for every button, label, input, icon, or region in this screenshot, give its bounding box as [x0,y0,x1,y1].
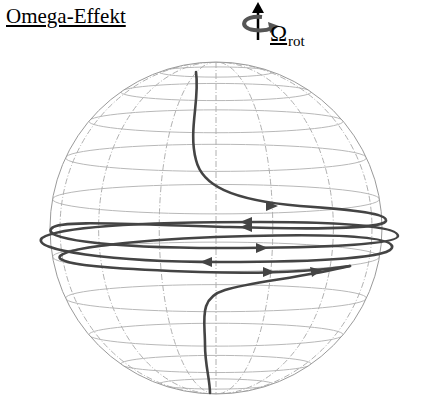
subscript-label: rot [288,34,305,49]
field-arrowheads [200,201,322,277]
latitude-line [66,144,367,171]
rotation-symbol-label: Ω [270,22,287,45]
diagram-title: Omega-Effekt [6,6,126,27]
longitude-line [216,62,217,394]
field-lines [41,72,398,393]
